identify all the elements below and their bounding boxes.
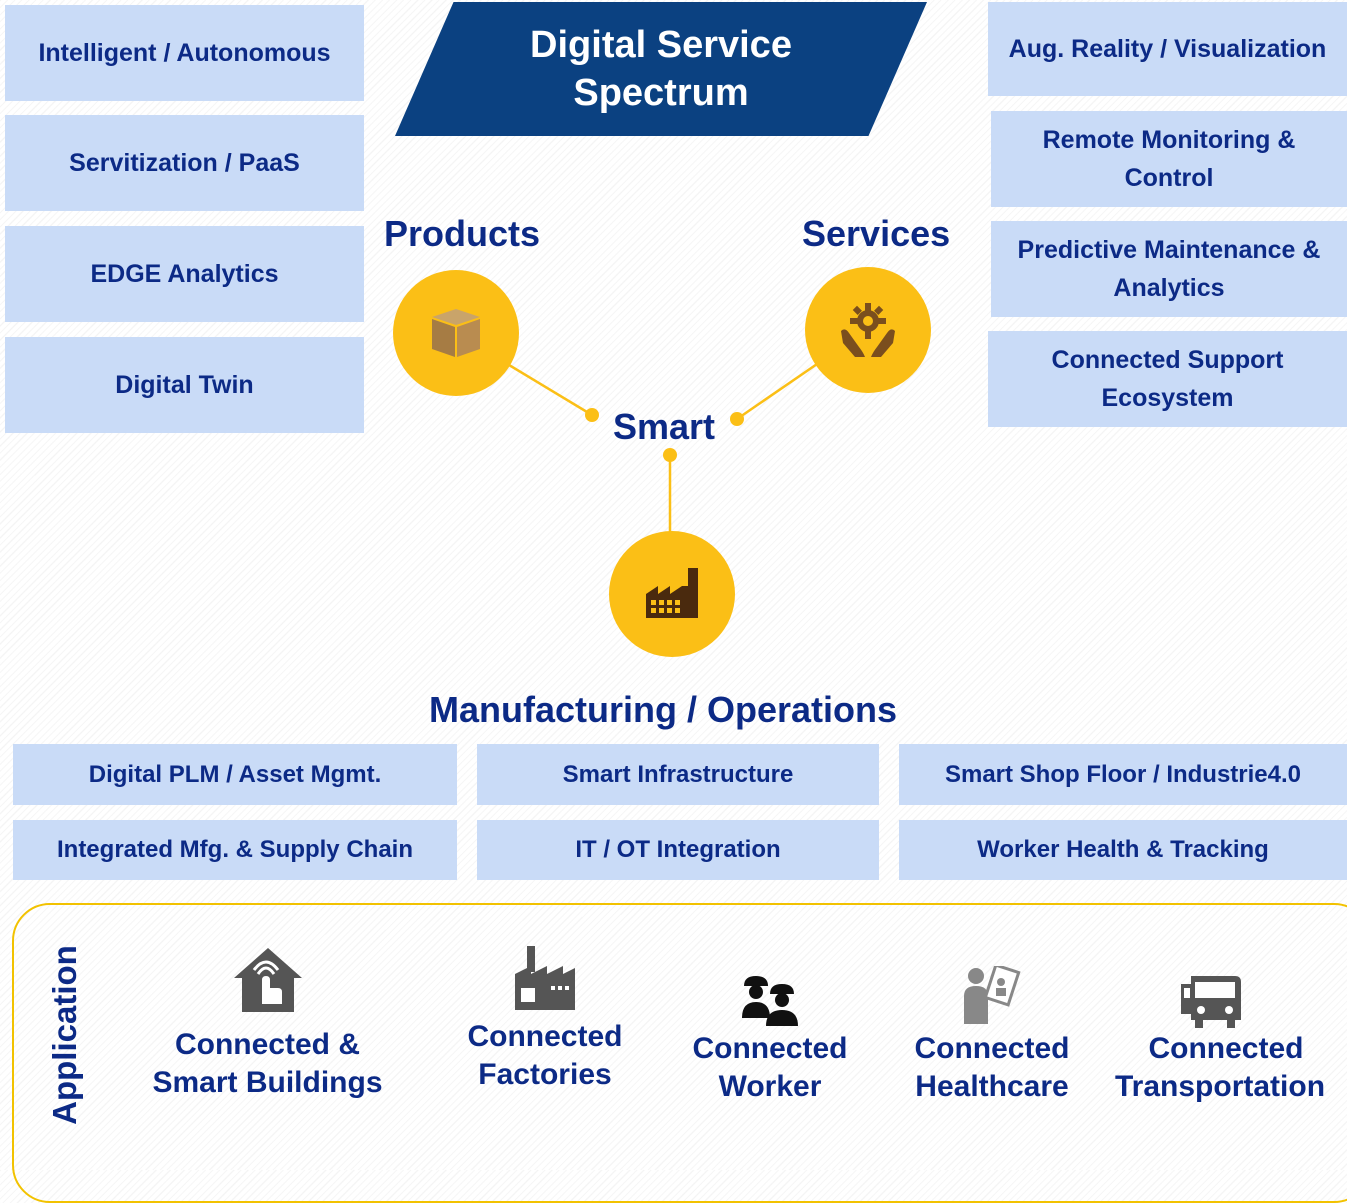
connector-dot-services — [730, 412, 744, 426]
right-box-4: Connected Support Ecosystem — [988, 331, 1347, 427]
app-item-factories-line1: Connected — [467, 1020, 623, 1053]
services-circle — [805, 267, 931, 393]
right-box-2-label: Remote Monitoring & Control — [1042, 126, 1296, 192]
ops-box-6-label: Worker Health & Tracking — [977, 836, 1269, 863]
app-item-healthcare: Connected Healthcare — [896, 966, 1088, 1106]
left-box-2: Servitization / PaaS — [5, 115, 364, 211]
application-label: Application — [46, 945, 83, 1125]
bus-icon — [1181, 976, 1241, 1028]
ops-box-3-label: Smart Shop Floor / Industrie4.0 — [944, 760, 1302, 788]
factory-icon — [515, 946, 575, 1010]
products-heading: Products — [384, 213, 541, 254]
right-box-1-label: Aug. Reality / Visualization — [1008, 35, 1327, 63]
right-box-4-label: Connected Support Ecosystem — [1051, 346, 1284, 412]
left-box-2-label: Servitization / PaaS — [69, 149, 300, 177]
left-box-3: EDGE Analytics — [5, 226, 364, 322]
ops-box-1: Digital PLM / Asset Mgmt. — [13, 744, 457, 805]
ops-box-2: Smart Infrastructure — [477, 744, 879, 805]
services-heading: Services — [802, 213, 951, 254]
app-item-buildings: Connected & Smart Buildings — [130, 944, 405, 1102]
app-item-healthcare-line1: Connected — [914, 1032, 1070, 1065]
app-item-factories: Connected Factories — [430, 944, 660, 1094]
app-item-transportation-line2: Transportation — [1115, 1070, 1326, 1103]
smart-home-icon — [233, 948, 302, 1012]
ops-box-5: IT / OT Integration — [477, 820, 879, 880]
ops-box-4: Integrated Mfg. & Supply Chain — [13, 820, 457, 880]
app-item-worker: Connected Worker — [670, 972, 870, 1106]
right-box-1: Aug. Reality / Visualization — [988, 2, 1347, 96]
ops-box-1-label: Digital PLM / Asset Mgmt. — [88, 760, 382, 788]
left-box-3-label: EDGE Analytics — [90, 260, 279, 288]
right-box-3: Predictive Maintenance & Analytics — [991, 221, 1347, 317]
app-item-healthcare-line2: Healthcare — [915, 1070, 1069, 1103]
app-item-buildings-line1: Connected & — [174, 1028, 360, 1061]
title-banner — [395, 2, 927, 136]
factory-icon — [646, 568, 698, 618]
app-item-worker-line1: Connected — [692, 1032, 848, 1065]
manufacturing-circle — [609, 531, 735, 657]
ops-box-3: Smart Shop Floor / Industrie4.0 — [899, 744, 1347, 805]
app-item-worker-line2: Worker — [718, 1070, 822, 1103]
left-box-4-label: Digital Twin — [115, 371, 254, 399]
ops-box-4-label: Integrated Mfg. & Supply Chain — [56, 836, 413, 863]
gear-hands-icon — [841, 303, 895, 357]
right-box-2: Remote Monitoring & Control — [991, 111, 1347, 207]
box-icon — [432, 309, 480, 357]
connector-dot-products — [585, 408, 599, 422]
title-banner-text: Digital Service Spectrum — [395, 2, 927, 136]
right-box-3-label: Predictive Maintenance & Analytics — [1017, 236, 1321, 302]
smart-label: Smart — [613, 406, 716, 447]
ops-box-2-label: Smart Infrastructure — [562, 760, 794, 788]
healthcare-icon — [964, 966, 1021, 1024]
page-title: Digital Service Spectrum — [530, 24, 792, 114]
app-item-buildings-line2: Smart Buildings — [152, 1066, 383, 1099]
left-box-4: Digital Twin — [5, 337, 364, 433]
left-box-1-label: Intelligent / Autonomous — [38, 39, 331, 67]
connector-dot-manufacturing — [663, 448, 677, 462]
products-circle — [393, 270, 519, 396]
workers-icon — [742, 976, 798, 1026]
ops-box-5-label: IT / OT Integration — [575, 836, 781, 863]
app-item-transportation: Connected Transportation — [1111, 972, 1347, 1106]
left-box-1: Intelligent / Autonomous — [5, 5, 364, 101]
app-item-factories-line2: Factories — [478, 1058, 612, 1091]
app-item-transportation-line1: Connected — [1148, 1032, 1304, 1065]
manufacturing-heading: Manufacturing / Operations — [429, 689, 898, 730]
ops-box-6: Worker Health & Tracking — [899, 820, 1347, 880]
